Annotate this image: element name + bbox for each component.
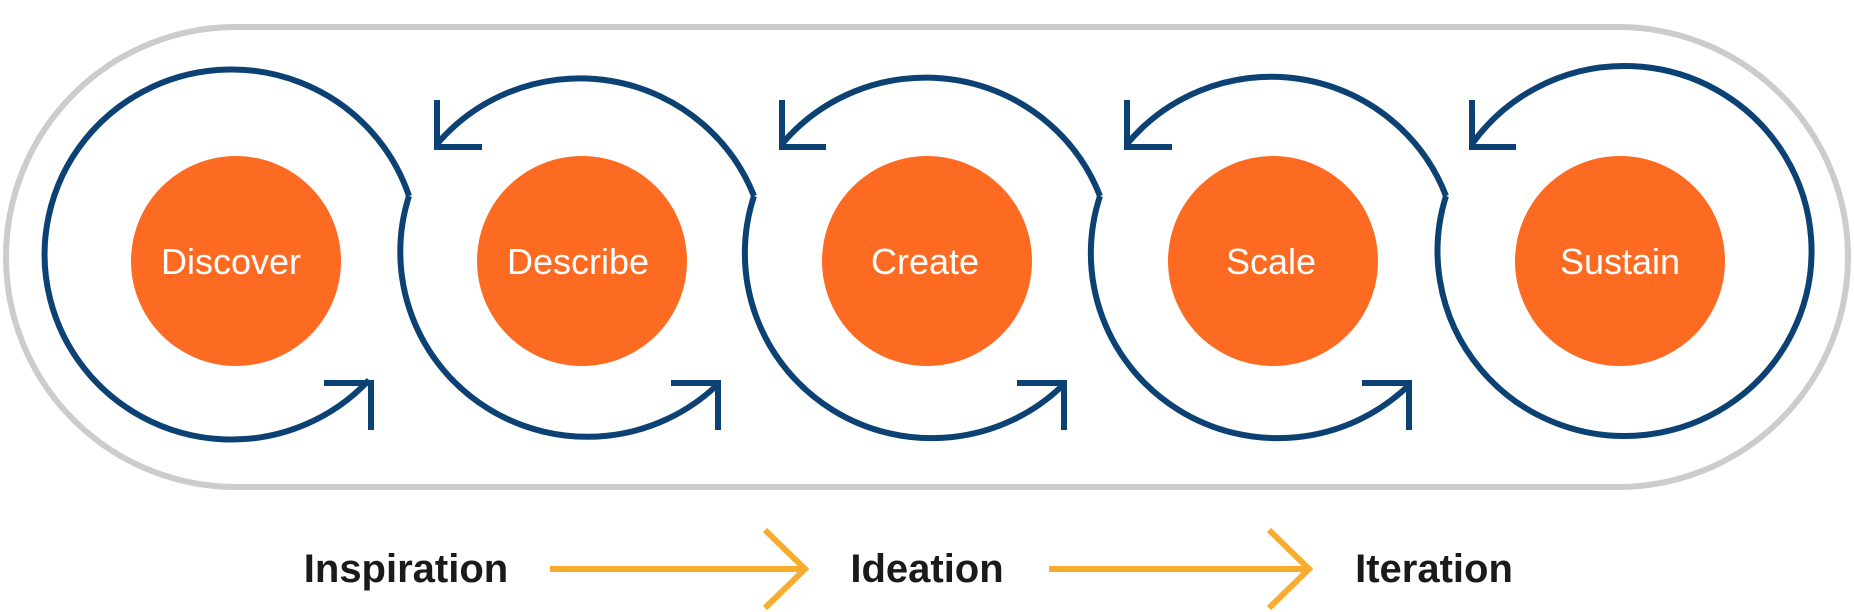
phase-label-ideation: Ideation xyxy=(850,547,1003,591)
outer-capsule xyxy=(3,24,1851,490)
stage-circle-create xyxy=(822,156,1032,366)
loop-arc-discover xyxy=(41,66,412,443)
stage-circle-scale xyxy=(1168,156,1378,366)
arrowhead-describe-lower xyxy=(671,380,721,430)
stage-circles xyxy=(131,156,1725,366)
arrowhead-scale-lower xyxy=(1362,380,1412,430)
loop-arc-describe-lower xyxy=(397,195,719,440)
stage-circle-sustain xyxy=(1515,156,1725,366)
loop-arc-scale-lower xyxy=(1087,195,1411,442)
loop-arcs xyxy=(41,63,1815,443)
phase-label-iteration: Iteration xyxy=(1355,547,1513,591)
stage-label-scale: Scale xyxy=(1226,241,1316,282)
phase-arrow-head-1 xyxy=(762,527,810,611)
arrowhead-scale xyxy=(1124,100,1172,150)
arrowhead-describe xyxy=(434,100,482,150)
phase-arrows xyxy=(550,527,1314,611)
stage-circle-discover xyxy=(131,156,341,366)
stage-label-create: Create xyxy=(871,241,979,282)
loop-arc-create-lower xyxy=(741,195,1065,442)
loop-arc-scale xyxy=(1124,73,1449,198)
stage-label-sustain: Sustain xyxy=(1560,241,1680,282)
loop-arc-describe xyxy=(434,75,757,198)
loop-arc-sustain xyxy=(1434,63,1815,439)
stage-circle-describe xyxy=(477,156,687,366)
stage-label-describe: Describe xyxy=(507,241,649,282)
loop-arc-create xyxy=(779,74,1103,198)
stage-label-discover: Discover xyxy=(161,241,301,282)
arrowhead-discover-lower xyxy=(324,380,374,430)
phase-label-inspiration: Inspiration xyxy=(304,547,508,591)
arrowhead-create-lower xyxy=(1017,380,1067,430)
arrowhead-create xyxy=(779,100,826,150)
phase-arrow-head-2 xyxy=(1266,527,1314,611)
arrowhead-sustain xyxy=(1469,100,1516,150)
